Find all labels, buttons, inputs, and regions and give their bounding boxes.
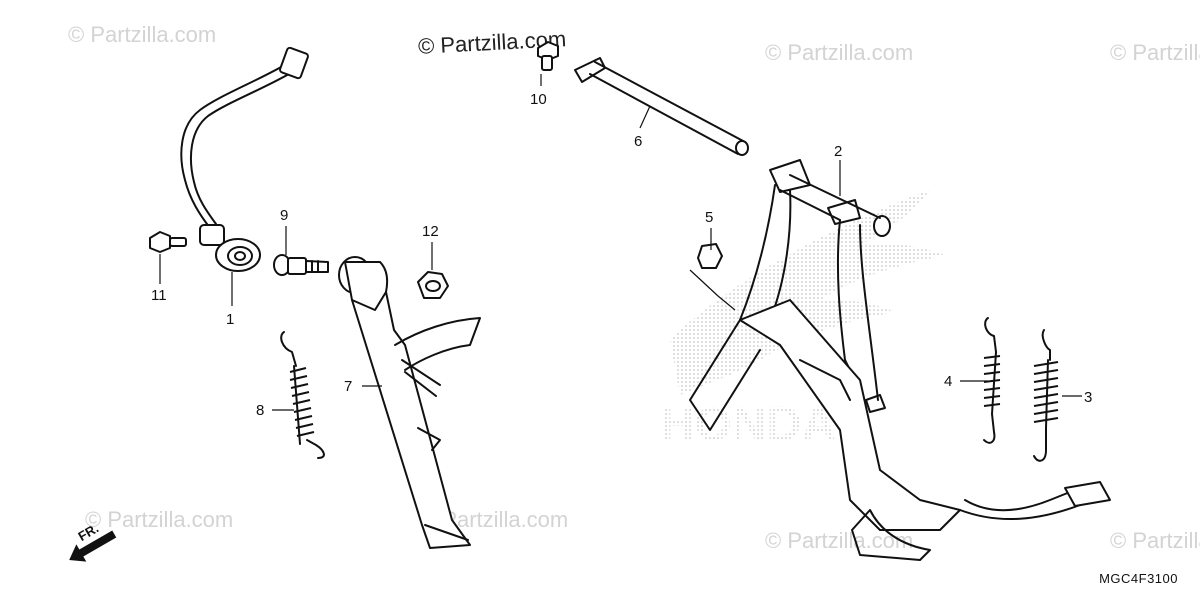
callout-3: 3 [1084, 389, 1092, 406]
callout-10: 10 [530, 91, 547, 108]
callout-2: 2 [834, 143, 842, 160]
watermark-top-far-right: © Partzilla.com [1110, 40, 1200, 65]
callout-9: 9 [280, 207, 288, 224]
side-stand [338, 256, 481, 549]
spring-8 [280, 331, 325, 459]
callout-12: 12 [422, 223, 439, 240]
spring-4 [983, 317, 1001, 444]
watermark-top-right: © Partzilla.com [765, 40, 914, 65]
bolt-11 [149, 231, 187, 253]
side-stand-pivot-bolt [273, 254, 329, 276]
spring-3 [1033, 329, 1059, 462]
main-stand [689, 159, 1111, 561]
main-stand-pivot-pipe [574, 57, 749, 156]
honda-logo-text: HONDA [660, 398, 836, 451]
callout-4: 4 [944, 373, 952, 390]
stopper-rubber [697, 243, 723, 269]
callout-11: 11 [151, 287, 167, 304]
bolt-10 [537, 41, 559, 71]
watermark-top-left: © Partzilla.com [68, 22, 217, 47]
honda-wing-logo: HONDA [660, 190, 945, 451]
callout-1: 1 [226, 311, 234, 328]
callout-8: 8 [256, 402, 264, 419]
front-direction-arrow: FR. [69, 520, 117, 562]
callout-5: 5 [705, 209, 713, 226]
diagram-code: MGC4F3100 [1099, 571, 1178, 586]
watermark-bottom-left: © Partzilla.com [85, 507, 234, 532]
callout-7: 7 [344, 378, 352, 395]
callout-numbers: 1 2 3 4 5 6 7 8 9 10 11 12 [151, 91, 1092, 419]
side-stand-switch [180, 46, 309, 272]
callout-6: 6 [634, 133, 642, 150]
leader-lines [159, 74, 1082, 411]
nut-12 [417, 271, 449, 299]
watermark-bottom-far-right: © Partzilla.com [1110, 528, 1200, 553]
